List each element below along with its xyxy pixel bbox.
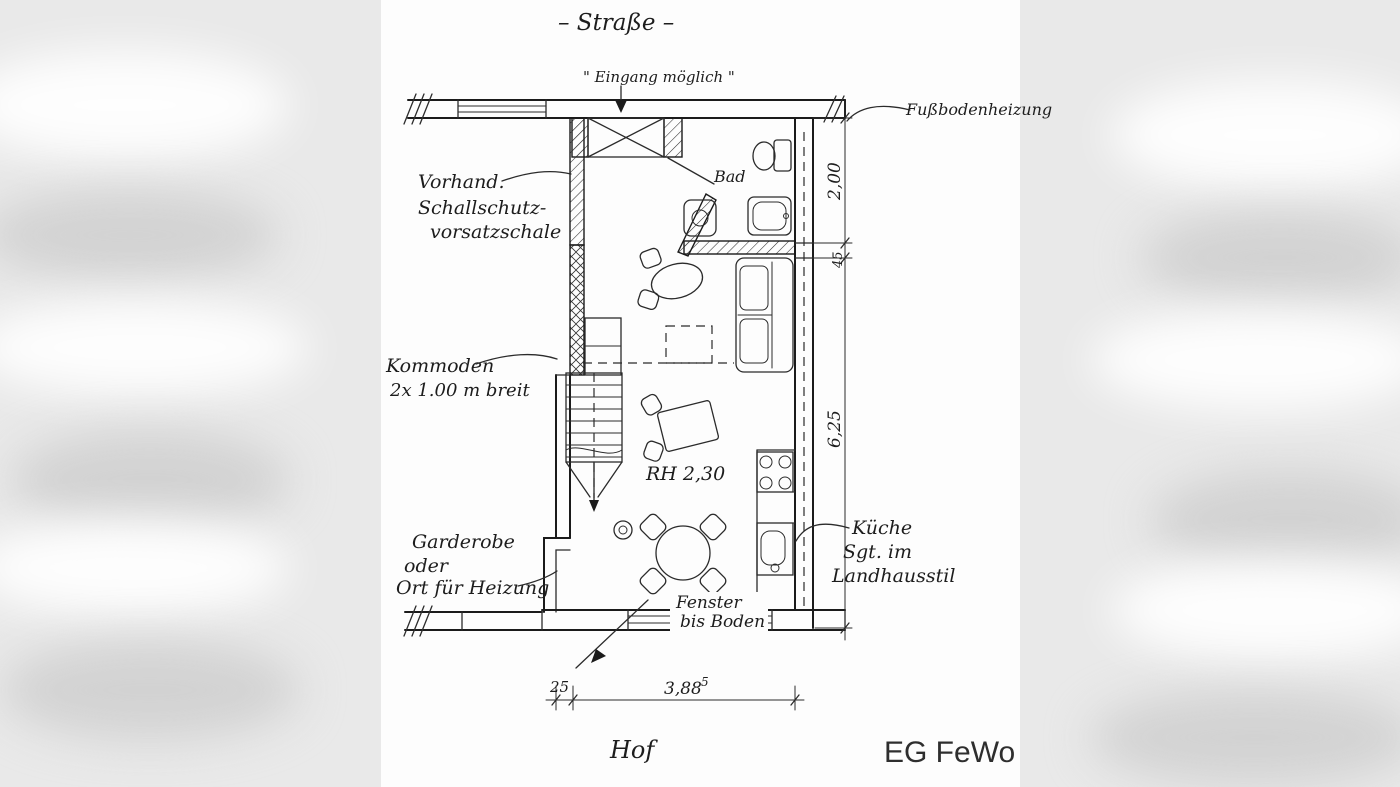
window-leader-line — [575, 599, 649, 669]
dim-wall-thickness: 45 — [831, 251, 846, 269]
dressers-note-line1: Kommoden — [385, 355, 494, 377]
kitchen-leader — [795, 523, 850, 542]
living-area: RH 2,30 — [583, 247, 794, 485]
background-blob — [1110, 80, 1400, 190]
wardrobe-niche-inner — [555, 549, 571, 613]
bathroom-door-swing — [667, 157, 715, 185]
background-blob — [0, 640, 300, 740]
carpet-outline — [665, 325, 713, 364]
background-blob — [1140, 210, 1400, 305]
kitchen-sink — [756, 522, 794, 576]
chair — [639, 567, 667, 595]
entrance-note: " Eingang möglich " — [583, 68, 735, 86]
entrance-mat — [587, 117, 665, 158]
bottom-wall: Fenster bis Boden — [403, 592, 846, 669]
bathroom-bottom-wall — [683, 240, 796, 255]
entrance-arrowhead — [615, 100, 627, 113]
chair — [699, 513, 727, 541]
background-blob — [1150, 470, 1400, 570]
sofa — [735, 257, 794, 373]
background-blob — [1110, 560, 1400, 660]
left-wall — [543, 117, 585, 613]
entrance-vestibule — [571, 117, 715, 185]
floor-heating-leader — [846, 105, 911, 122]
stove — [756, 451, 794, 493]
background-blob — [0, 520, 290, 615]
dressers — [584, 317, 622, 376]
dressers-note-line2: 2x 1.00 m breit — [389, 380, 530, 401]
existing-wall-note-line3: vorsatzschale — [430, 221, 561, 243]
background-blob — [0, 300, 310, 395]
dim-width: 3,88 — [664, 679, 702, 699]
dim-width-sup: 5 — [701, 675, 709, 689]
existing-wall-note-line2: Schallschutz- — [418, 197, 546, 219]
street-label: – Straße – — [558, 10, 674, 36]
background-blob — [10, 430, 290, 530]
wardrobe-note-line1: Garderobe — [412, 531, 515, 553]
stair-direction-arrow — [589, 500, 599, 512]
washbasin — [747, 196, 792, 236]
side-table-group — [640, 393, 720, 462]
dimension-chain-right: 2,00 45 6,25 — [794, 99, 853, 641]
right-wall — [794, 117, 814, 629]
soundproof-wall-lower — [569, 244, 585, 376]
existing-wall-note-line1: Vorhand. — [418, 171, 505, 193]
existing-wall-leader — [501, 170, 572, 182]
chair — [639, 513, 667, 541]
background-blob — [0, 50, 290, 160]
kitchen-note-line3: Landhausstil — [831, 565, 955, 587]
kitchen-note-line2: Sgt. im — [843, 541, 912, 563]
chair — [699, 567, 727, 595]
kitchen — [756, 449, 796, 606]
floor-heating-label: Fußbodenheizung — [905, 100, 1052, 119]
dim-room-length: 6,25 — [825, 410, 845, 448]
coffee-table-group — [637, 247, 704, 310]
courtyard-label: Hof — [609, 736, 658, 764]
bathroom: Bad — [677, 139, 796, 257]
dressers-leader — [475, 353, 558, 365]
plan-title: EG FeWo — [884, 736, 1015, 769]
dim-offset: 25 — [549, 678, 569, 696]
entrance-pier-right — [663, 117, 683, 158]
round-table — [655, 525, 711, 581]
window-note-line1: Fenster — [675, 593, 742, 613]
staircase — [565, 372, 623, 512]
bathroom-label: Bad — [713, 167, 746, 186]
room-height-label: RH 2,30 — [645, 463, 725, 485]
wardrobe-leader — [517, 570, 558, 587]
plant — [613, 520, 633, 540]
leader-arrowhead — [591, 649, 606, 663]
dimension-chain-bottom: 25 3,88 5 — [545, 675, 805, 711]
plan-sheet — [381, 0, 1020, 787]
toilet — [752, 139, 792, 172]
annotations: – Straße – " Eingang möglich " Fußbodenh… — [385, 10, 1052, 769]
shower-fixture — [683, 199, 717, 237]
background-blob — [1090, 690, 1400, 785]
wardrobe-note-line2: oder — [404, 555, 450, 577]
background-blob — [1090, 310, 1400, 410]
window-note-line2: bis Boden — [680, 612, 765, 632]
soundproof-wall-upper — [569, 117, 585, 246]
wardrobe-niche-outer — [543, 537, 571, 613]
kitchen-note-line1: Küche — [851, 517, 912, 539]
wardrobe-note-line3: Ort für Heizung — [396, 577, 549, 599]
dining-set — [613, 513, 727, 595]
dim-bath-depth: 2,00 — [825, 162, 845, 201]
background-blob — [0, 190, 280, 280]
top-wall — [403, 93, 846, 125]
